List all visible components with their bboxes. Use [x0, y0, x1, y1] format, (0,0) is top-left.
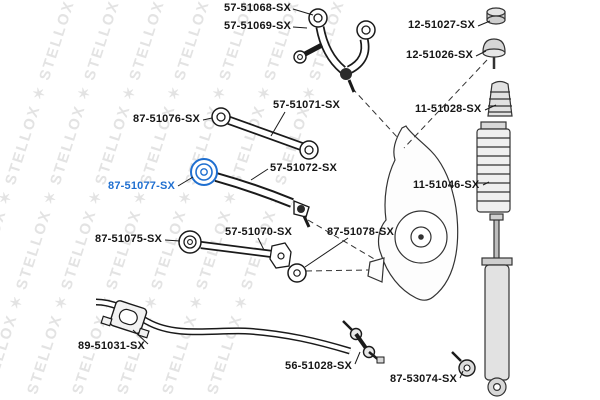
part-label-87-51077-sx-highlighted[interactable]: 87-51077-SX: [108, 180, 176, 192]
part-label-87-51078-sx[interactable]: 87-51078-SX: [327, 226, 395, 238]
part-label-12-51027-sx[interactable]: 12-51027-SX: [408, 19, 476, 31]
shock-top-mount-bushing: [482, 38, 506, 69]
knuckle: [367, 125, 459, 301]
part-label-57-51069-sx[interactable]: 57-51069-SX: [224, 20, 292, 32]
part-label-12-51026-sx[interactable]: 12-51026-SX: [406, 49, 474, 61]
part-label-57-51070-sx[interactable]: 57-51070-SX: [225, 226, 293, 238]
leader-lines: [132, 8, 497, 379]
bump-stop: [487, 80, 513, 117]
trailing-arm: [178, 230, 292, 269]
bushing-87-51078: [287, 263, 307, 283]
lower-control-arm: [190, 158, 311, 228]
part-label-11-51046-sx[interactable]: 11-51046-SX: [413, 179, 480, 191]
upper-control-arm: [293, 8, 376, 93]
assembly-dashed-lines: [305, 59, 488, 272]
shock-top-nut: [486, 7, 506, 25]
part-label-87-51076-sx[interactable]: 87-51076-SX: [133, 113, 201, 125]
part-label-11-51028-sx[interactable]: 11-51028-SX: [415, 103, 482, 115]
stabilizer-link: [342, 320, 385, 364]
dust-cover: [476, 121, 511, 213]
part-label-56-51028-sx[interactable]: 56-51028-SX: [285, 360, 353, 372]
part-label-87-53074-sx[interactable]: 87-53074-SX: [390, 373, 458, 385]
stabilizer-clamp: [100, 300, 150, 339]
part-label-57-51072-sx[interactable]: 57-51072-SX: [270, 162, 338, 174]
part-label-89-51031-sx[interactable]: 89-51031-SX: [78, 340, 146, 352]
part-label-87-51075-sx[interactable]: 87-51075-SX: [95, 233, 163, 245]
part-label-57-51068-sx[interactable]: 57-51068-SX: [224, 2, 292, 14]
shock-absorber-body: [481, 213, 513, 397]
part-label-57-51071-sx[interactable]: 57-51071-SX: [273, 99, 341, 111]
link-rod: [211, 107, 319, 160]
